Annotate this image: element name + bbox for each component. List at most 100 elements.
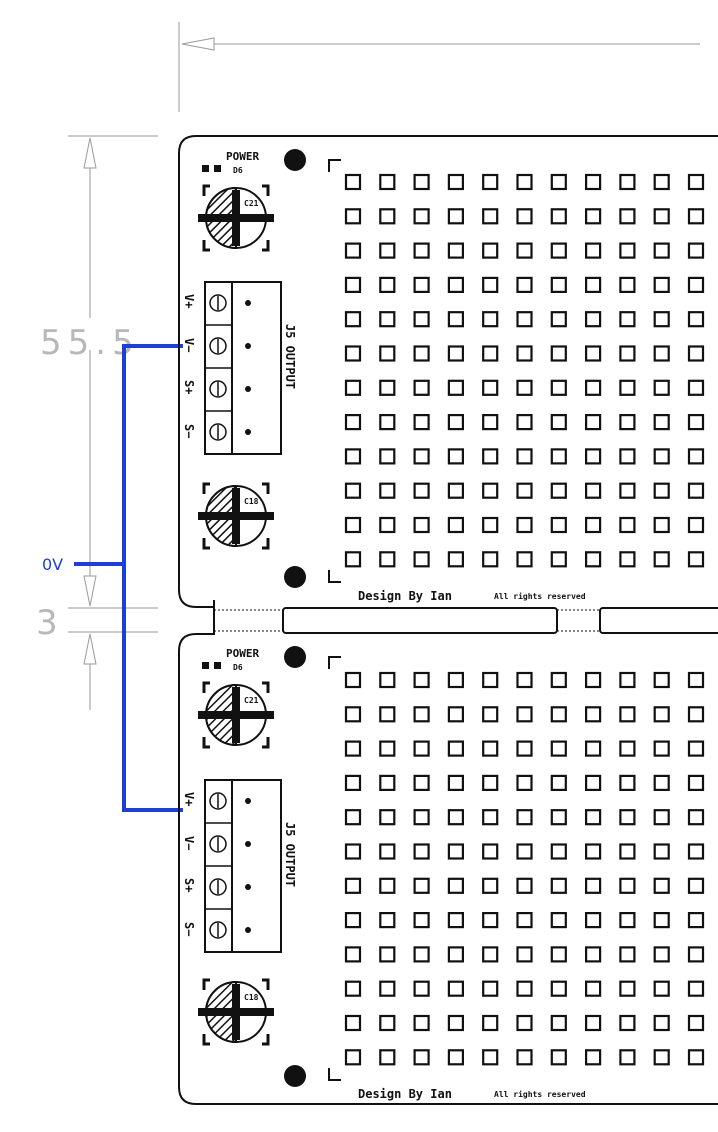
pad-square xyxy=(619,740,636,757)
pad-square xyxy=(550,242,567,259)
pad-square xyxy=(447,740,464,757)
pad-square xyxy=(653,242,670,259)
pad-square xyxy=(482,414,499,431)
prototype-pad-grid xyxy=(344,173,705,568)
pad-square xyxy=(482,774,499,792)
pad-square xyxy=(413,980,430,997)
pad-square xyxy=(516,809,533,826)
cap-bottom-label: C18 xyxy=(244,497,259,506)
pad-square xyxy=(550,774,567,792)
pad-square xyxy=(379,208,396,225)
pad-square xyxy=(687,482,705,499)
pad-square xyxy=(379,311,396,328)
pad-square xyxy=(653,911,670,929)
capacitor-bottom: C18 xyxy=(198,482,274,550)
pad-square xyxy=(413,843,430,860)
pad-square xyxy=(687,774,705,792)
pad-square xyxy=(379,345,396,362)
pad-square xyxy=(619,809,636,826)
pad-square xyxy=(447,482,464,499)
pad-square xyxy=(584,911,602,929)
pad-square xyxy=(550,877,567,894)
mounting-hole xyxy=(284,646,306,668)
pad-square xyxy=(344,774,362,792)
pad-square xyxy=(482,276,499,293)
pad-square xyxy=(687,706,705,723)
pad-square xyxy=(584,809,602,826)
pad-square xyxy=(344,311,362,328)
pad-square xyxy=(413,1049,430,1066)
pad-square xyxy=(344,379,362,396)
pad-square xyxy=(687,1014,705,1032)
pad-square xyxy=(584,1049,602,1066)
pad-square xyxy=(413,671,430,689)
pad-square xyxy=(482,482,499,499)
pad-square xyxy=(619,208,636,225)
pad-square xyxy=(584,706,602,723)
pad-square xyxy=(653,706,670,723)
mounting-hole xyxy=(284,566,306,588)
pad-square xyxy=(619,843,636,860)
pad-square xyxy=(413,1014,430,1032)
pad-square xyxy=(413,345,430,362)
connector-j5: J5 OUTPUT V+ V− S+ S− xyxy=(182,779,297,953)
pad-square xyxy=(447,671,464,689)
pad-square xyxy=(550,173,567,191)
pad-square xyxy=(550,448,567,465)
pad-square xyxy=(516,311,533,328)
pad-square xyxy=(619,877,636,894)
pad-square xyxy=(344,877,362,894)
pad-square xyxy=(413,482,430,499)
pad-square xyxy=(482,379,499,396)
pad-square xyxy=(482,448,499,465)
pad-square xyxy=(687,311,705,328)
pad-square xyxy=(653,740,670,757)
connector-j5: J5 OUTPUT V+ V− S+ S− xyxy=(182,281,297,455)
pad-square xyxy=(584,276,602,293)
designer-credit: Design By Ian xyxy=(358,1087,452,1101)
pad-square xyxy=(344,482,362,499)
pad-square xyxy=(482,242,499,259)
pad-square xyxy=(413,311,430,328)
pad-square xyxy=(482,516,499,534)
pad-square xyxy=(447,911,464,929)
pad-square xyxy=(516,208,533,225)
pad-square xyxy=(584,551,602,568)
pad-square xyxy=(447,516,464,534)
pad-square xyxy=(584,877,602,894)
led-label: D6 xyxy=(233,166,243,175)
pad-square xyxy=(619,911,636,929)
pad-square xyxy=(379,482,396,499)
pad-square xyxy=(413,877,430,894)
pad-square xyxy=(584,980,602,997)
power-label: POWER xyxy=(226,647,259,660)
pad-square xyxy=(550,208,567,225)
pad-square xyxy=(413,414,430,431)
pad-square xyxy=(379,414,396,431)
pad-square xyxy=(379,911,396,929)
pad-square xyxy=(687,671,705,689)
pad-square xyxy=(379,774,396,792)
pad-square xyxy=(619,173,636,191)
capacitor-top: C21 xyxy=(198,681,274,749)
pad-square xyxy=(584,345,602,362)
pad-square xyxy=(516,877,533,894)
pad-square xyxy=(687,208,705,225)
pad-square xyxy=(687,980,705,997)
pad-square xyxy=(447,809,464,826)
power-label: POWER xyxy=(226,150,259,163)
pad-square xyxy=(653,516,670,534)
pad-square xyxy=(344,980,362,997)
pad-square xyxy=(619,414,636,431)
pad-square xyxy=(653,482,670,499)
pad-square xyxy=(653,414,670,431)
pad-square xyxy=(584,242,602,259)
pad-square xyxy=(653,311,670,328)
pad-square xyxy=(482,173,499,191)
pad-square xyxy=(447,843,464,860)
pad-square xyxy=(447,774,464,792)
pad-square xyxy=(653,877,670,894)
pad-square xyxy=(413,911,430,929)
pad-square xyxy=(687,809,705,826)
pad-square xyxy=(447,448,464,465)
